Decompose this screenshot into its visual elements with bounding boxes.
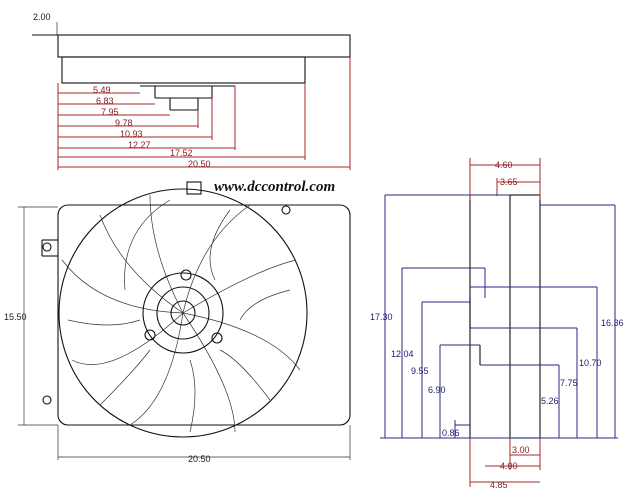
side-dim-12-04: 12.04 <box>391 349 414 359</box>
side-dim-6-90: 6.90 <box>428 385 446 395</box>
top-dim-7-95: 7.95 <box>101 107 119 117</box>
mount-hole-bottom-left <box>42 395 52 405</box>
top-dim-12-27: 12.27 <box>128 140 151 150</box>
top-view: 2.00 5.49 6.83 7.95 9.78 10.93 12.27 <box>32 12 351 170</box>
side-dim-3-65: 3.65 <box>500 177 518 187</box>
top-dim-6-83: 6.83 <box>96 96 114 106</box>
shroud-front-outline <box>57 204 351 426</box>
side-dim-4-85: 4.85 <box>490 480 508 490</box>
shroud-top-outline <box>57 34 351 58</box>
side-dim-0-86: 0.86 <box>442 428 460 438</box>
hub-bolt-top <box>180 269 192 281</box>
mount-hole-left <box>42 242 52 252</box>
side-dim-4-00: 4.00 <box>500 461 518 471</box>
hub-bolt-right <box>211 332 223 344</box>
hub-bolt-left <box>144 329 156 341</box>
fan-hub-inner <box>156 286 210 340</box>
side-dim-5-26: 5.26 <box>541 396 559 406</box>
front-dim-height: 15.50 <box>4 312 27 322</box>
top-dim-17-52: 17.52 <box>170 148 193 158</box>
top-dim-5-49: 5.49 <box>93 85 111 95</box>
fan-ring <box>58 188 308 438</box>
top-dim-10-93: 10.93 <box>120 129 143 139</box>
shroud-body-outline <box>61 56 306 84</box>
side-dim-7-75: 7.75 <box>560 378 578 388</box>
side-dim-17-30: 17.30 <box>370 312 393 322</box>
fan-blades <box>61 194 301 433</box>
side-dim-10-70: 10.70 <box>579 358 602 368</box>
top-mount-tab <box>186 181 202 195</box>
fan-hub-outer <box>142 272 224 354</box>
fan-hub-center <box>170 300 196 326</box>
top-dim-9-78: 9.78 <box>115 118 133 128</box>
front-dim-width: 20.50 <box>188 454 211 464</box>
top-dim-20-50: 20.50 <box>188 159 211 169</box>
side-dim-16-36: 16.36 <box>601 318 624 328</box>
side-dim-4-60: 4.60 <box>495 160 513 170</box>
website-url: www.dccontrol.com <box>214 179 335 195</box>
side-dim-9-55: 9.55 <box>411 366 429 376</box>
mount-hole-top-right <box>281 205 291 215</box>
front-view: 15.50 20.50 <box>4 181 351 464</box>
side-view: 4.60 3.65 17.30 12.04 9.55 6.90 16.36 10… <box>370 158 624 490</box>
side-shroud-outline <box>509 194 541 439</box>
top-dim-2-00: 2.00 <box>33 12 51 22</box>
side-dim-3-00: 3.00 <box>512 445 530 455</box>
